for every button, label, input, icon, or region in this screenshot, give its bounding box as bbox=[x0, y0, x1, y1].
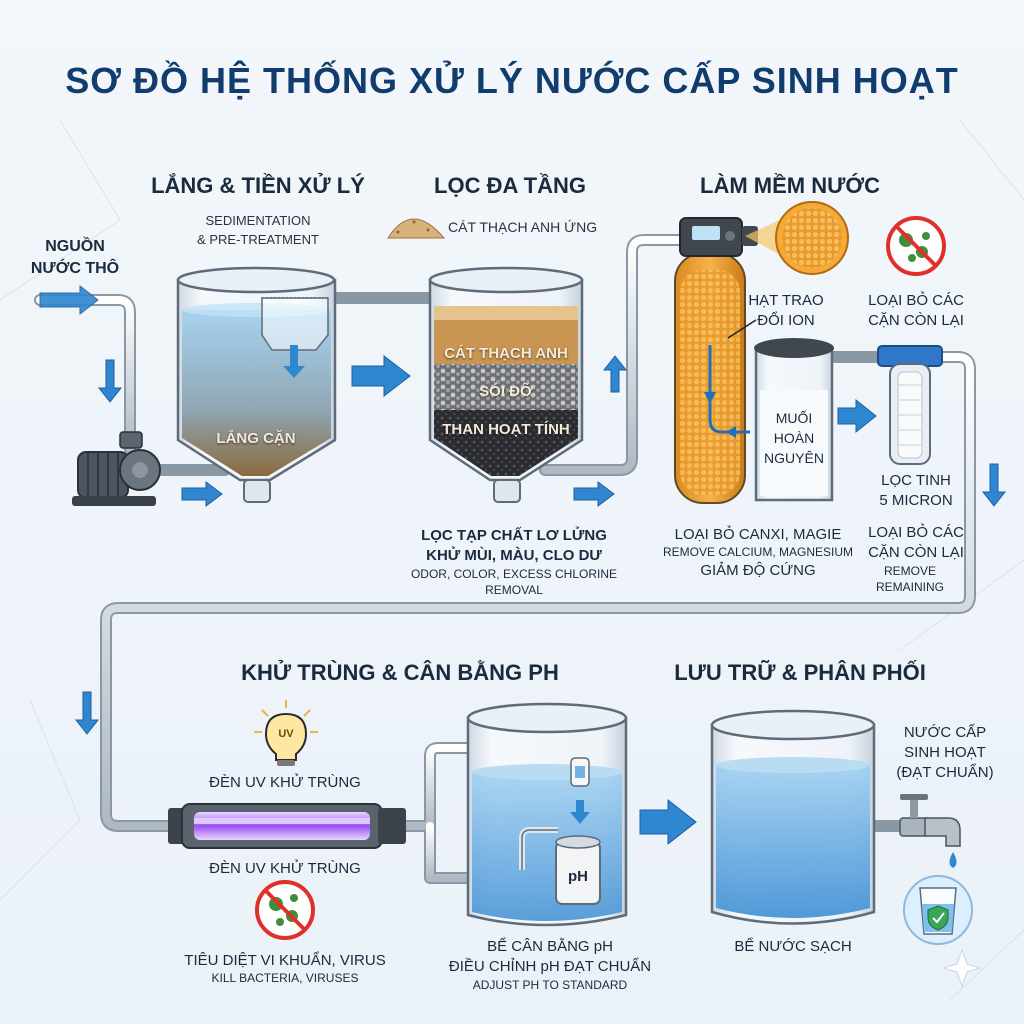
source-label-line2: NƯỚC THÔ bbox=[30, 260, 120, 277]
stage4-desc-line4: REMAINING bbox=[875, 580, 944, 594]
clean-tank-label: BỂ NƯỚC SẠCH bbox=[734, 938, 852, 955]
stage2-desc-line1: LỌC TẠP CHẤT LƠ LỬNG bbox=[421, 527, 607, 544]
ph-balancing-tank bbox=[466, 702, 628, 927]
stage2-media-callout: CÁT THẠCH ANH ỨNG bbox=[448, 219, 598, 235]
ph-tank-line2: ĐIỀU CHỈNH pH ĐẠT CHUẨN bbox=[448, 958, 652, 975]
arrow-right-icon bbox=[573, 481, 615, 507]
pump-icon bbox=[72, 431, 161, 506]
stage2-heading: LỌC ĐA TẦNG bbox=[434, 173, 586, 198]
resin-bead-zoom-icon bbox=[745, 201, 849, 275]
stage2-desc-line2: KHỬ MÙI, MÀU, CLO DƯ bbox=[426, 547, 602, 564]
sedimentation-tank bbox=[176, 266, 337, 503]
arrow-down-icon bbox=[981, 463, 1007, 507]
uv-reactor bbox=[168, 803, 406, 849]
stage2-desc-line4: REMOVAL bbox=[485, 583, 543, 597]
stage4-desc-line2: CẶN CÒN LẠI bbox=[868, 544, 964, 561]
uv-label-top: ĐÈN UV KHỬ TRÙNG bbox=[209, 774, 361, 791]
output-label-line1: NƯỚC CẤP bbox=[903, 724, 987, 741]
output-label-line2: SINH HOẠT bbox=[904, 744, 986, 761]
stage1-inner-label: LẮNG CẶN bbox=[216, 430, 296, 447]
layer-gravel-label: SỎI ĐỠ bbox=[479, 383, 533, 400]
stage5-heading: KHỬ TRÙNG & CÂN BẰNG PH bbox=[241, 660, 559, 685]
no-bacteria-icon bbox=[886, 216, 946, 276]
brine-tank bbox=[726, 338, 834, 502]
stage3-desc-line1: LOẠI BỎ CANXI, MAGIE bbox=[674, 526, 842, 543]
flow-arrows bbox=[39, 284, 1007, 846]
brine-label-line2: HOÀN bbox=[773, 430, 815, 446]
ph-badge: pH bbox=[568, 868, 588, 885]
stage1-heading: LẮNG & TIỀN XỬ LÝ bbox=[151, 173, 365, 198]
brine-label-line1: MUỐI bbox=[775, 410, 813, 426]
arrow-down-icon bbox=[74, 691, 100, 735]
ph-tank-line3: ADJUST PH TO STANDARD bbox=[472, 978, 628, 992]
stage4-desc-line1: LOẠI BỎ CÁC bbox=[868, 524, 964, 541]
no-virus-icon bbox=[255, 880, 315, 940]
arrow-right-icon bbox=[837, 398, 877, 434]
stage5-desc-line1: TIÊU DIỆT VI KHUẨN, VIRUS bbox=[184, 952, 386, 969]
stage5-desc-line2: KILL BACTERIA, VIRUSES bbox=[211, 971, 359, 985]
stage4-desc-line3: REMOVE bbox=[883, 564, 936, 578]
resin-label-line2: ĐỔI ION bbox=[757, 312, 815, 329]
arrow-up-icon bbox=[602, 355, 628, 393]
uv-badge: UV bbox=[278, 728, 294, 740]
source-label-line1: NGUỒN bbox=[45, 238, 105, 255]
layer-carbon-label: THAN HOẠT TÍNH bbox=[442, 421, 570, 438]
layer-sand-label: CÁT THẠCH ANH bbox=[444, 345, 568, 362]
resin-label-line1: HẠT TRAO bbox=[748, 292, 824, 309]
cartridge-filter bbox=[877, 345, 943, 465]
shield-check-icon bbox=[927, 905, 949, 931]
filter-label-line2: 5 MICRON bbox=[879, 492, 953, 509]
brine-label-line3: NGUYÊN bbox=[764, 450, 824, 466]
arrow-right-icon bbox=[639, 798, 697, 846]
multi-media-filter-tank bbox=[387, 218, 584, 503]
output-label-line3: (ĐẠT CHUẨN) bbox=[896, 764, 994, 781]
arrow-right-icon bbox=[351, 354, 411, 398]
sand-pile-icon bbox=[387, 218, 446, 239]
faucet-icon bbox=[899, 794, 961, 868]
stage4-top-line1: LOẠI BỎ CÁC bbox=[868, 292, 964, 309]
sparkle-icon bbox=[942, 948, 982, 988]
arrow-right-icon bbox=[181, 481, 223, 507]
uv-label-bottom: ĐÈN UV KHỬ TRÙNG bbox=[209, 860, 361, 877]
stage1-sub-line1: SEDIMENTATION bbox=[205, 213, 311, 228]
stage3-desc-line2: REMOVE CALCIUM, MAGNESIUM bbox=[662, 545, 854, 559]
clean-water-tank bbox=[710, 709, 876, 925]
light-bulb-icon bbox=[254, 700, 318, 766]
stage2-desc-line3: ODOR, COLOR, EXCESS CHLORINE bbox=[410, 567, 618, 581]
stage3-desc-line3: GIẢM ĐỘ CỨNG bbox=[700, 562, 816, 579]
page-title: SƠ ĐỒ HỆ THỐNG XỬ LÝ NƯỚC CẤP SINH HOẠT bbox=[65, 60, 959, 101]
arrow-right-icon bbox=[39, 284, 99, 316]
stage6-heading: LƯU TRỮ & PHÂN PHỐI bbox=[674, 660, 926, 685]
filter-label-line1: LỌC TINH bbox=[881, 472, 951, 489]
ph-tank-line1: BỂ CÂN BẰNG pH bbox=[487, 938, 613, 955]
softener-column bbox=[674, 201, 849, 504]
arrow-down-icon bbox=[97, 359, 123, 403]
stage3-heading: LÀM MỀM NƯỚC bbox=[700, 173, 880, 198]
stage4-top-line2: CẶN CÒN LẠI bbox=[868, 312, 964, 329]
stage1-sub-line2: & PRE-TREATMENT bbox=[197, 232, 319, 247]
